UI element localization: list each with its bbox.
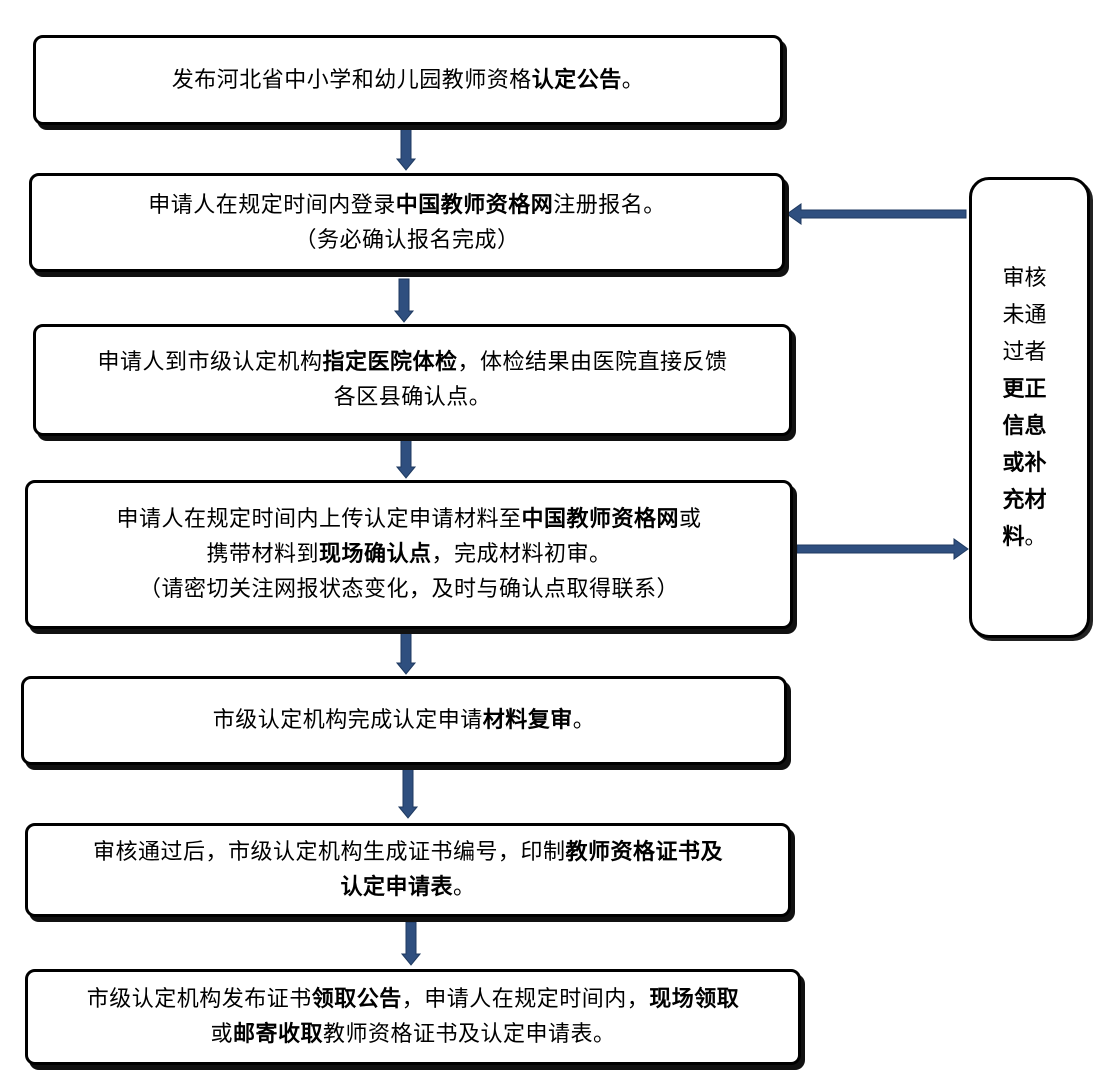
step-text: 审核通过后，市级认定机构生成证书编号，印制教师资格证书及认定申请表。 <box>93 835 723 905</box>
plain-text: （务必确认报名完成） <box>294 227 520 253</box>
step-line: 携带材料到现场确认点，完成材料初审。 <box>116 537 701 572</box>
step-text: 市级认定机构发布证书领取公告，申请人在规定时间内，现场领取或邮寄收取教师资格证书… <box>87 982 740 1052</box>
step-text: 申请人在规定时间内登录中国教师资格网注册报名。 （务必确认报名完成） <box>148 188 666 258</box>
plain-text: 或 <box>210 1022 233 1047</box>
plain-text: ，体检结果由医院直接反馈 <box>457 350 728 375</box>
step-line: 市级认定机构完成认定申请材料复审。 <box>213 703 596 738</box>
down-arrow-1 <box>395 126 417 171</box>
review-failed-box: 审核未通过者更正信息或补充材料。 <box>969 177 1090 638</box>
side-line: 信息 <box>1002 413 1047 439</box>
plain-text: 申请人在规定时间内登录 <box>148 192 396 218</box>
plain-text: 市级认定机构发布证书 <box>86 987 312 1012</box>
step-line: 市级认定机构发布证书领取公告，申请人在规定时间内，现场领取 <box>87 982 740 1017</box>
emphasis-text: 中国教师资格网 <box>521 507 679 532</box>
plain-text: （请密切关注网报状态变化，及时与确认点取得联系） <box>138 577 679 602</box>
arrow-to-review-failed <box>796 538 969 560</box>
step-line: 或邮寄收取教师资格证书及认定申请表。 <box>87 1017 740 1052</box>
step-text: 申请人到市级认定机构指定医院体检，体检结果由医院直接反馈各区县确认点。 <box>97 345 727 415</box>
step-line: （请密切关注网报状态变化，及时与确认点取得联系） <box>116 572 701 607</box>
plain-text: ，完成材料初审。 <box>431 542 612 567</box>
plain-text: 审核通过后，市级认定机构生成证书编号，印制 <box>92 840 566 865</box>
emphasis-text: 现场领取 <box>649 987 740 1012</box>
emphasis-text: 认定申请表 <box>340 875 453 900</box>
step-certificate-collection: 市级认定机构发布证书领取公告，申请人在规定时间内，现场领取或邮寄收取教师资格证书… <box>25 969 801 1065</box>
emphasis-text: 现场确认点 <box>318 542 432 567</box>
emphasis-text: 材料复审 <box>482 708 573 733</box>
down-arrow-5 <box>397 767 419 819</box>
step-online-registration: 申请人在规定时间内登录中国教师资格网注册报名。 （务必确认报名完成） <box>29 173 785 272</box>
review-failed-text: 审核未通过者更正信息或补充材料。 <box>999 260 1051 556</box>
side-line: 未通 <box>1002 302 1047 328</box>
step-text: 市级认定机构完成认定申请材料复审。 <box>213 703 596 738</box>
side-line: 料。 <box>1002 524 1047 550</box>
side-line: 更正 <box>1002 376 1047 402</box>
side-line: 充材 <box>1002 487 1047 513</box>
emphasis-text: 教师资格证书及 <box>565 840 724 865</box>
plain-text: 注册报名。 <box>553 192 666 218</box>
plain-text: 各区县确认点。 <box>333 385 492 410</box>
plain-text: 携带材料到 <box>206 542 319 567</box>
emphasis-text: 中国教师资格网 <box>395 192 554 218</box>
step-certificate-printing: 审核通过后，市级认定机构生成证书编号，印制教师资格证书及认定申请表。 <box>25 823 791 917</box>
plain-text: 申请人在规定时间内上传认定申请材料至 <box>116 507 522 532</box>
down-arrow-2 <box>393 278 415 323</box>
feedback-arrow-to-registration <box>786 203 967 225</box>
step-publish-announcement: 发布河北省中小学和幼儿园教师资格认定公告。 <box>33 35 783 125</box>
plain-text: 申请人到市级认定机构 <box>97 350 323 375</box>
plain-text: ，申请人在规定时间内， <box>401 987 650 1012</box>
down-arrow-6 <box>400 921 422 966</box>
step-line: （务必确认报名完成） <box>148 223 666 258</box>
plain-text: 。 <box>572 708 596 733</box>
step-line: 认定申请表。 <box>93 870 723 905</box>
plain-text: 。 <box>621 67 645 93</box>
plain-text: 发布河北省中小学和幼儿园教师资格 <box>171 67 532 93</box>
side-line: 审核 <box>1002 265 1047 291</box>
step-line: 发布河北省中小学和幼儿园教师资格认定公告。 <box>172 63 645 98</box>
step-upload-materials: 申请人在规定时间内上传认定申请材料至中国教师资格网或携带材料到现场确认点，完成材… <box>25 480 793 629</box>
emphasis-text: 指定医院体检 <box>322 350 458 375</box>
plain-text: 。 <box>453 875 476 900</box>
plain-text: 或 <box>679 507 702 532</box>
side-line: 过者 <box>1002 339 1047 365</box>
step-line: 审核通过后，市级认定机构生成证书编号，印制教师资格证书及 <box>93 835 723 870</box>
step-line: 申请人在规定时间内上传认定申请材料至中国教师资格网或 <box>116 502 701 537</box>
step-line: 各区县确认点。 <box>97 380 727 415</box>
down-arrow-3 <box>395 439 417 479</box>
step-line: 申请人在规定时间内登录中国教师资格网注册报名。 <box>148 188 666 223</box>
emphasis-text: 邮寄收取 <box>232 1022 323 1047</box>
plain-text: 市级认定机构完成认定申请 <box>212 708 483 733</box>
step-text: 申请人在规定时间内上传认定申请材料至中国教师资格网或携带材料到现场确认点，完成材… <box>116 502 701 607</box>
emphasis-text: 认定公告 <box>531 67 622 93</box>
plain-text: 教师资格证书及认定申请表。 <box>323 1022 616 1047</box>
step-medical-exam: 申请人到市级认定机构指定医院体检，体检结果由医院直接反馈各区县确认点。 <box>33 324 792 436</box>
step-line: 申请人到市级认定机构指定医院体检，体检结果由医院直接反馈 <box>97 345 727 380</box>
side-line: 或补 <box>1002 450 1047 476</box>
emphasis-text: 领取公告 <box>311 987 402 1012</box>
step-text: 发布河北省中小学和幼儿园教师资格认定公告。 <box>172 63 645 98</box>
down-arrow-4 <box>395 632 417 675</box>
step-materials-review: 市级认定机构完成认定申请材料复审。 <box>21 676 787 765</box>
